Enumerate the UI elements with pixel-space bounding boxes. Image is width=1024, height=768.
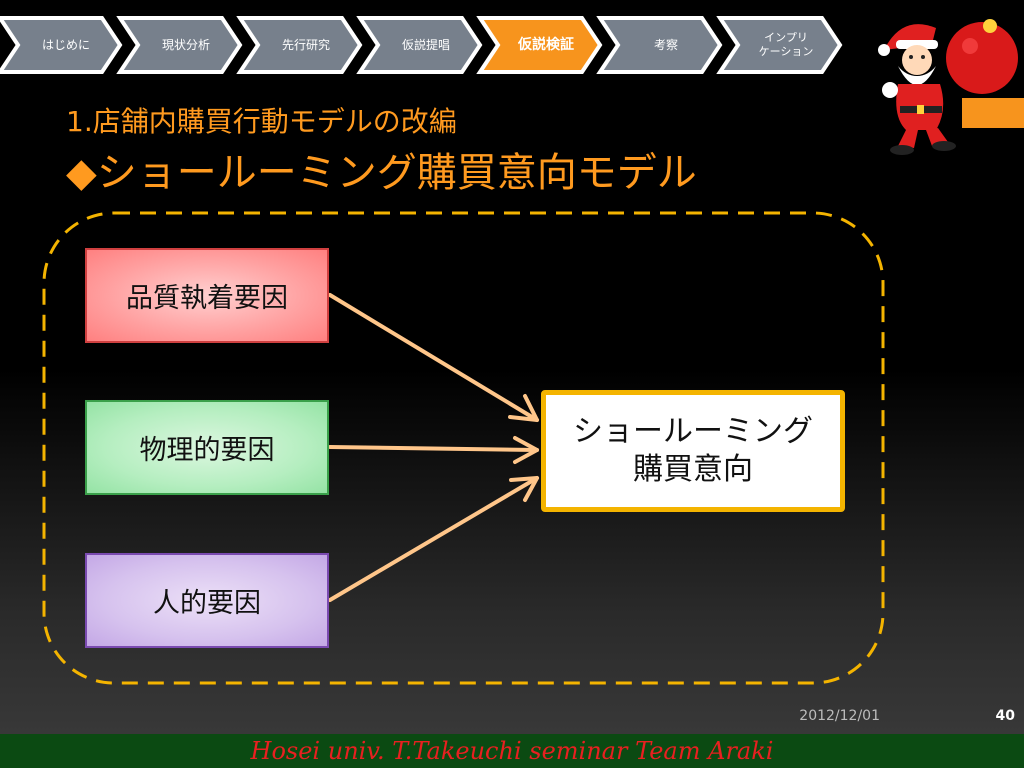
nav-chevron-2 — [236, 16, 363, 74]
arrowhead-quality — [508, 394, 539, 422]
nav-chevron-5 — [596, 16, 723, 74]
nav-step-prior-research[interactable]: 先行研究 — [281, 38, 330, 52]
nav-step-discussion[interactable]: 考察 — [653, 38, 678, 52]
progress-nav: はじめに 現状分析 先行研究 仮説提唱 仮説検証 考察 インプリ ケーション — [0, 15, 870, 75]
slide-date: 2012/12/01 — [799, 708, 880, 724]
factor-human: 人的要因 — [85, 553, 329, 648]
factor-quality-attachment: 品質執着要因 — [85, 248, 329, 343]
nav-chevron-4 — [476, 16, 603, 74]
arrow-quality — [328, 293, 539, 422]
nav-chevron-0 — [0, 16, 123, 74]
page-number: 40 — [995, 708, 1015, 724]
nav-step-intro[interactable]: はじめに — [41, 38, 90, 52]
nav-step-hypothesis[interactable]: 仮説提唱 — [401, 38, 450, 52]
target-line-1: ショールーミング — [573, 414, 813, 449]
arrowhead-human — [509, 476, 539, 502]
target-line-2: 購買意向 — [633, 452, 753, 487]
arrow-human — [328, 476, 539, 602]
target-showrooming-intention: ショールーミング 購買意向 — [541, 390, 845, 512]
nav-step-implication[interactable]: インプリ ケーション — [758, 31, 814, 58]
arrow-physical — [328, 445, 539, 452]
nav-step-verification[interactable]: 仮説検証 — [518, 37, 574, 53]
factor-physical: 物理的要因 — [85, 400, 329, 495]
section-subtitle: 1.店舗内購買行動モデルの改編 — [66, 105, 457, 138]
santa-illustration — [878, 19, 1024, 155]
nav-chevron-3 — [356, 16, 483, 74]
slide-title: ◆ショールーミング購買意向モデル — [66, 150, 697, 196]
nav-chevrons — [0, 16, 843, 74]
nav-chevron-6 — [716, 16, 843, 74]
footer-bar: Hosei univ. T.Takeuchi seminar Team Arak… — [0, 734, 1024, 768]
nav-step-current-analysis[interactable]: 現状分析 — [161, 38, 210, 52]
arrowhead-physical — [513, 436, 539, 464]
footer-credit: Hosei univ. T.Takeuchi seminar Team Arak… — [250, 737, 774, 765]
nav-chevron-1 — [116, 16, 243, 74]
